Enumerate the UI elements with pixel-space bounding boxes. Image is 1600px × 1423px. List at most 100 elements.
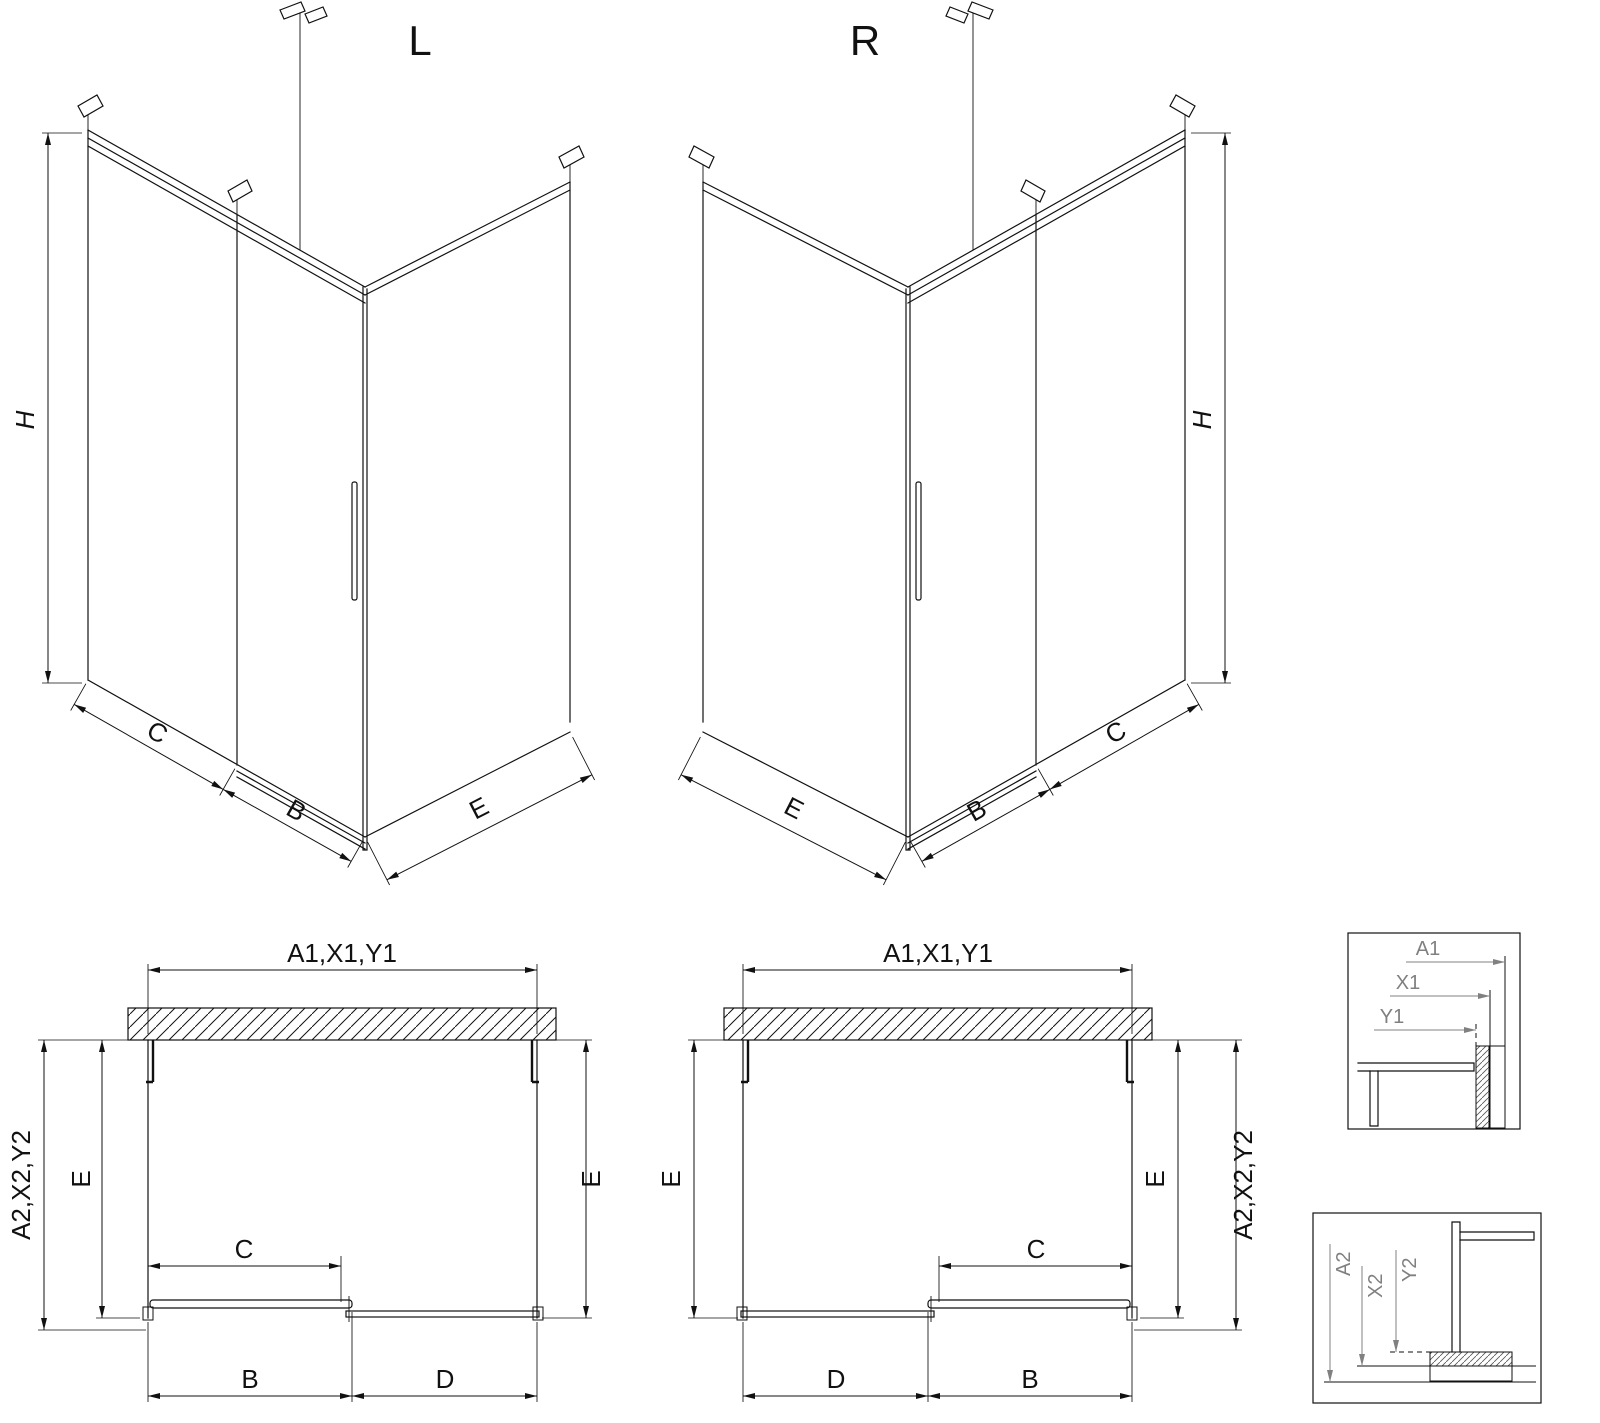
door-handle	[915, 481, 922, 601]
side-panels	[742, 1039, 1133, 1319]
dim-label-e-left: E	[66, 1170, 96, 1187]
dim-label-b: B	[1021, 1364, 1038, 1394]
door-handle	[351, 481, 358, 601]
iso-left-dimensions: H C B E	[10, 132, 595, 886]
dim-label-h: H	[10, 410, 40, 429]
wall-section-hatch	[723, 1007, 1153, 1041]
dim-label-d: D	[436, 1364, 455, 1394]
detail-top-geometry	[1357, 956, 1506, 1129]
wall-profile-section	[1475, 1045, 1490, 1129]
iso-right-view-label: R	[850, 17, 880, 64]
corner-post	[905, 286, 911, 851]
support-bars	[702, 12, 1186, 250]
wall-bracket-icon	[688, 145, 715, 169]
iso-left-structure	[77, 1, 585, 851]
dim-label-x2: X2	[1365, 1274, 1387, 1298]
dim-label-y1: Y1	[1380, 1006, 1404, 1028]
side-panels	[147, 1039, 538, 1319]
dim-label-d: D	[827, 1364, 846, 1394]
corner-fitting	[532, 1306, 544, 1321]
dim-label-a1x1y1: A1,X1,Y1	[883, 938, 993, 968]
plan-left-structure	[142, 1039, 544, 1322]
extension-lines	[38, 964, 592, 1402]
dim-label-e-right: E	[576, 1170, 606, 1187]
wall-profiles	[146, 1040, 539, 1084]
return-panel-section	[1459, 1231, 1535, 1241]
detail-top-dimensions: A1 X1 Y1	[1374, 938, 1505, 1033]
dim-label-x1: X1	[1396, 972, 1420, 994]
wall-profiles	[741, 1040, 1134, 1084]
iso-view-right: R H C B E	[678, 1, 1231, 886]
right-wall-glass	[907, 129, 1186, 850]
dim-label-c: C	[1027, 1234, 1046, 1264]
corner-fitting	[1126, 1306, 1138, 1321]
iso-view-left: L H C B E	[10, 1, 595, 886]
detail-view-bottom: A2 X2 Y2	[1312, 1212, 1542, 1404]
dim-label-h: H	[1187, 410, 1217, 429]
detail-bottom-dimensions: A2 X2 Y2	[1327, 1244, 1421, 1382]
wall-bracket-icon	[558, 145, 585, 169]
plan-view-right: A1,X1,Y1 A2,X2,Y2 E E C B D	[656, 938, 1258, 1402]
detail-bottom-geometry	[1324, 1221, 1536, 1383]
wall-bracket-icon	[1169, 94, 1196, 118]
wall-bracket-icon	[1020, 179, 1046, 203]
dim-label-e: E	[780, 791, 809, 826]
dim-label-c: C	[142, 714, 173, 749]
plan-right-dimensions: A1,X1,Y1 A2,X2,Y2 E E C B D	[656, 938, 1258, 1402]
detail-frame	[1347, 932, 1521, 1130]
dim-label-a2x2y2: A2,X2,Y2	[1228, 1130, 1258, 1240]
plan-right-structure	[736, 1039, 1138, 1322]
detail-frame	[1312, 1212, 1542, 1404]
sliding-door	[927, 1299, 1131, 1309]
extension-lines	[678, 132, 1231, 886]
dim-label-a1: A1	[1416, 938, 1440, 960]
corner-fitting	[142, 1306, 154, 1321]
support-bars	[87, 12, 571, 250]
dim-label-a2x2y2: A2,X2,Y2	[6, 1130, 36, 1240]
dim-label-a2: A2	[1333, 1252, 1355, 1276]
dim-label-e: E	[464, 791, 493, 826]
return-panel-section	[1369, 1070, 1379, 1127]
plan-view-left: A1,X1,Y1 A2,X2,Y2 E E C B D	[6, 938, 606, 1402]
fixed-front-panel	[740, 1310, 935, 1318]
dim-label-a1x1y1: A1,X1,Y1	[287, 938, 397, 968]
sliding-door	[149, 1299, 353, 1309]
glass-panel-section	[1357, 1062, 1475, 1072]
glass-panel-section	[1451, 1221, 1461, 1353]
dimension-line-c	[73, 703, 224, 790]
dim-label-e-right: E	[1140, 1170, 1170, 1187]
left-wall-glass	[87, 129, 366, 850]
wall-bracket-icon	[967, 1, 994, 20]
wall-bracket-icon	[279, 1, 306, 20]
dim-label-e-left: E	[656, 1170, 686, 1187]
iso-right-dimensions: H C B E	[678, 132, 1231, 886]
corner-post	[362, 286, 368, 851]
plan-left-dimensions: A1,X1,Y1 A2,X2,Y2 E E C B D	[6, 938, 606, 1402]
profile-adjustment	[1488, 1045, 1506, 1129]
dim-label-b: B	[241, 1364, 258, 1394]
dimension-line-e	[680, 774, 887, 881]
dim-label-c: C	[1100, 714, 1131, 749]
detail-view-top: A1 X1 Y1	[1347, 932, 1521, 1130]
wall-bracket-icon	[945, 6, 969, 24]
dim-label-y2: Y2	[1399, 1258, 1421, 1282]
dimension-line-e	[386, 774, 593, 881]
fixed-front-panel	[345, 1310, 540, 1318]
wall-section-hatch	[127, 1007, 557, 1041]
wall-bracket-icon	[304, 6, 328, 24]
extension-lines	[42, 132, 595, 886]
extension-lines	[688, 964, 1242, 1402]
dimension-line-c	[1049, 703, 1200, 790]
iso-left-view-label: L	[408, 17, 431, 64]
wall-profile-section	[1429, 1351, 1513, 1367]
profile-adjustment	[1429, 1365, 1513, 1382]
dimension-line-b	[921, 788, 1051, 862]
dimension-line-b	[222, 788, 352, 862]
side-panel-glass	[364, 181, 571, 838]
side-panel-glass	[702, 181, 909, 838]
wall-bracket-icon	[77, 94, 104, 118]
corner-fitting	[736, 1306, 748, 1321]
dim-label-c: C	[235, 1234, 254, 1264]
